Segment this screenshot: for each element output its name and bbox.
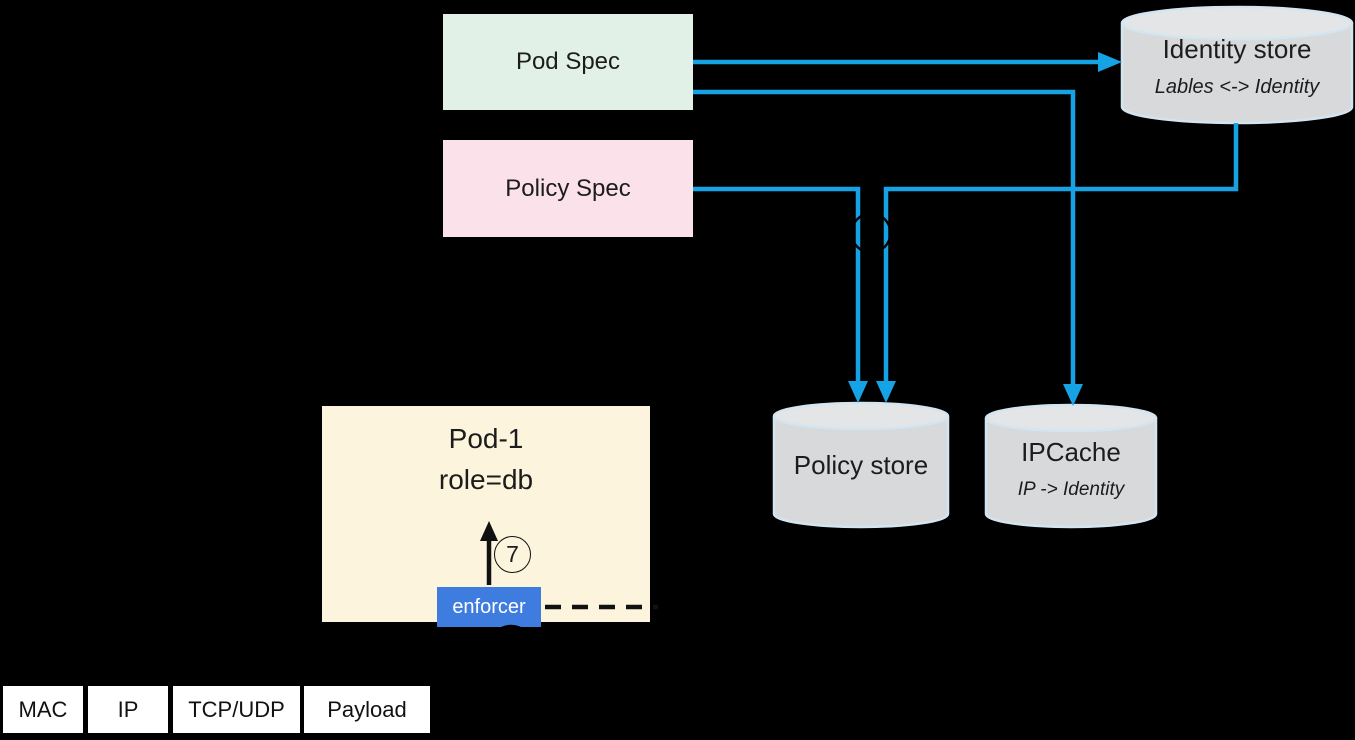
pod-spec-label: Pod Spec <box>515 48 621 75</box>
podspec-to-ipcache-line <box>693 89 1076 384</box>
arrowhead-into-ipcache <box>1063 384 1083 406</box>
packet-field-tcpudp: TCP/UDP <box>173 686 300 733</box>
hidden-step-marker-circle <box>850 212 892 254</box>
ipcache-title: IPCache <box>1021 437 1121 467</box>
policy-store-title: Policy store <box>793 450 929 480</box>
packet-field-payload-label: Payload <box>327 696 407 722</box>
arrowhead-into-policy-store-1 <box>848 381 868 403</box>
pod-1-box: Pod-1 role=db <box>322 406 650 622</box>
packet-field-mac: MAC <box>3 686 83 733</box>
ipcache-subtitle: IP -> Identity <box>1017 479 1125 500</box>
arrowhead-into-identity-store <box>1098 52 1122 72</box>
pod-1-title: Pod-1 <box>448 423 524 454</box>
enforcer-box: enforcer <box>437 587 541 627</box>
identitystore-to-policystore-line <box>883 123 1239 381</box>
arrowhead-into-policy-store-2 <box>876 381 896 403</box>
identity-store-subtitle: Lables <-> Identity <box>1154 76 1320 98</box>
packet-field-ip: IP <box>88 686 168 733</box>
hidden-step-marker-circle-enforcer <box>488 624 534 670</box>
pod-1-role-label: role=db <box>438 464 534 495</box>
pod-spec-box: Pod Spec <box>443 14 693 110</box>
step-7-marker: 7 <box>494 536 531 573</box>
enforcer-label: enforcer <box>452 595 526 618</box>
policy-spec-box: Policy Spec <box>443 140 693 237</box>
step-7-label: 7 <box>506 541 519 567</box>
policy-spec-label: Policy Spec <box>505 174 631 202</box>
packet-field-tcpudp-label: TCP/UDP <box>188 696 285 722</box>
packet-field-payload: Payload <box>304 686 430 733</box>
packet-field-mac-label: MAC <box>18 696 68 722</box>
packet-field-ip-label: IP <box>117 696 139 722</box>
policyspec-to-policystore-line <box>693 186 861 381</box>
identity-store-cylinder <box>1120 5 1354 125</box>
identity-store-title: Identity store <box>1162 34 1312 64</box>
